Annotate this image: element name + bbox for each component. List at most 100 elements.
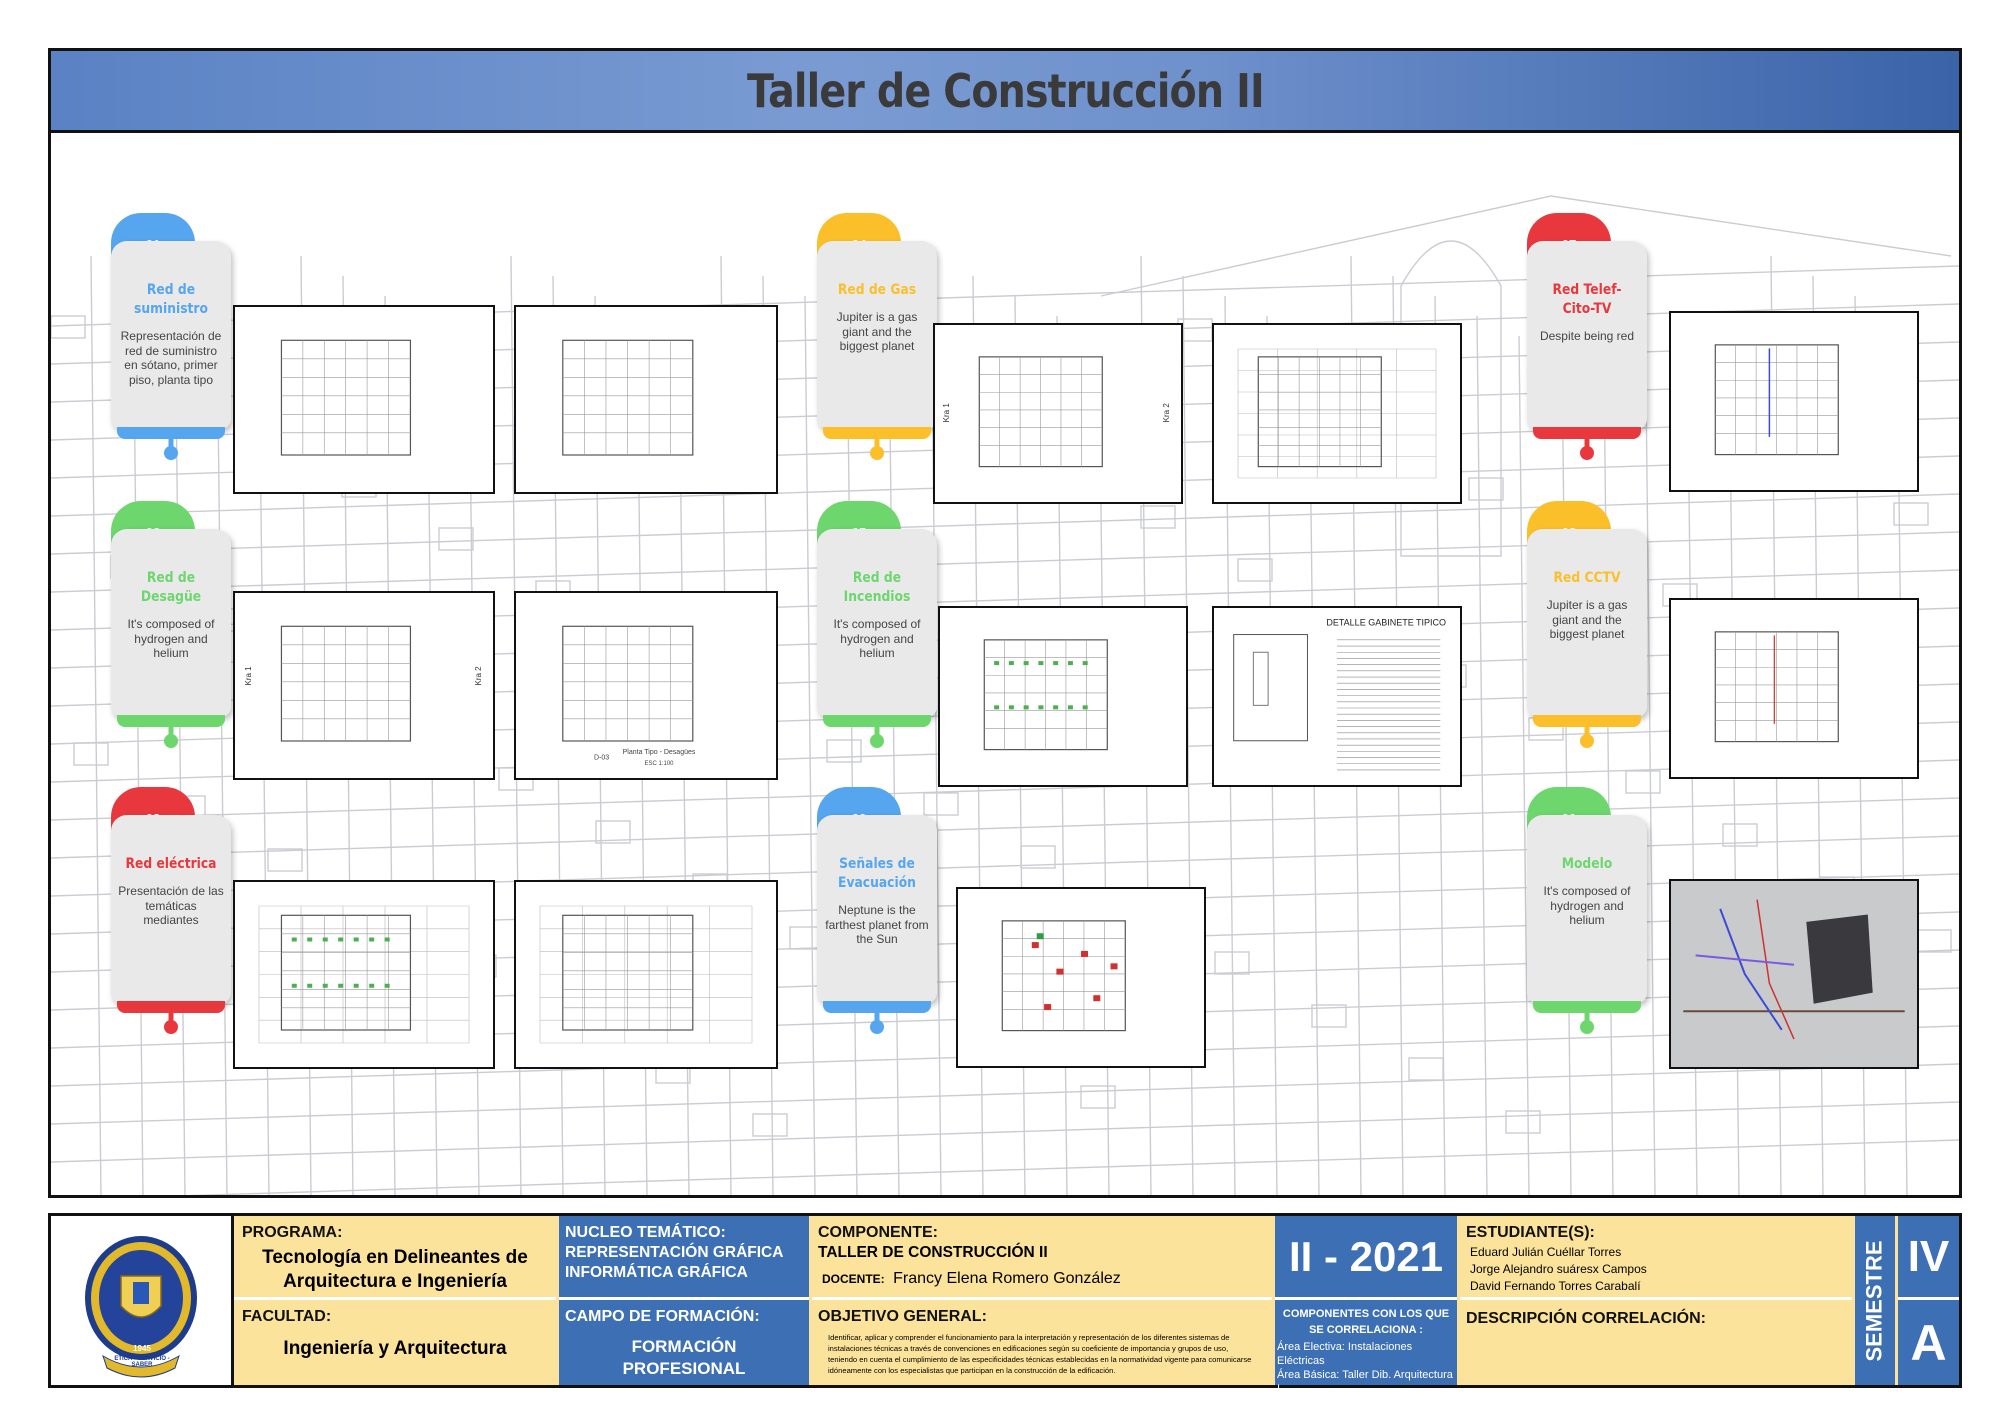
programa-label: PROGRAMA: [242, 1224, 343, 1241]
componente-cell: COMPONENTE: TALLER DE CONSTRUCCIÓN II DO… [812, 1216, 1272, 1300]
logo-motto: ETICA - SERVICIO - SABER [114, 1356, 170, 1368]
card-body: Red de Gas Jupiter is a gas giant and th… [817, 241, 937, 429]
card-description: Representación de red de suministro en s… [120, 329, 222, 387]
logo-year: 1945 [133, 1344, 151, 1353]
programa-value: Tecnología en Delineantes de Arquitectur… [262, 1247, 528, 1292]
card-description: Presentación de las temáticas mediantes [118, 884, 224, 927]
campo-cell: CAMPO DE FORMACIÓN: FORMACIÓN PROFESIONA… [559, 1300, 809, 1385]
card-description: Neptune is the farthest planet from the … [825, 903, 929, 946]
drawing-sketch [983, 639, 1108, 751]
facultad-cell: FACULTAD: Ingeniería y Arquitectura [234, 1300, 556, 1385]
map-pin-icon [164, 723, 178, 748]
drawing-sketch [1714, 631, 1839, 743]
card-base-strip [823, 427, 931, 439]
drawing-thumbnail [1669, 879, 1919, 1069]
estudiante-item: Jorge Alejandro suáresx Campos [1470, 1262, 1647, 1276]
periodo-cell: II - 2021 [1275, 1216, 1457, 1300]
nucleo-value: REPRESENTACIÓN GRÁFICA INFORMÁTICA GRÁFI… [565, 1244, 783, 1281]
card-body: Red de suministro Representación de red … [111, 241, 231, 429]
card-body: Red de Desagüe It's composed of hydrogen… [111, 529, 231, 717]
drawing-thumbnail [1669, 311, 1919, 492]
drawing-thumbnail: Kra 1 Kra 2 [233, 591, 495, 780]
map-pin-icon [164, 435, 178, 460]
campo-label: CAMPO DE FORMACIÓN: [565, 1308, 760, 1325]
map-pin-icon [1580, 1009, 1594, 1034]
card-body: Señales de Evacuación Neptune is the far… [817, 815, 937, 1003]
objetivo-value: Identificar, aplicar y comprender el fun… [828, 1333, 1252, 1375]
semestre-num-cell: IV [1898, 1216, 1959, 1300]
estudiante-item: David Fernando Torres Carabalí [1470, 1279, 1641, 1293]
axis-label-left: Kra 1 [244, 666, 253, 686]
card-body: Red de Incendios It's composed of hydrog… [817, 529, 937, 717]
drawing-sketch [1714, 344, 1839, 456]
card-title: Modelo [1561, 856, 1613, 872]
semestre-label-cell: SEMESTRE [1855, 1216, 1895, 1385]
footer-info-table: ETICA - SERVICIO - SABER 1945 PROGRAMA: … [48, 1213, 1962, 1409]
drawing-sketch: Kra 1 Kra 2 [244, 625, 483, 742]
semestre-group-cell: A [1898, 1300, 1959, 1385]
drawing-thumbnail: DETALLE GABINETE TIPICO [1212, 606, 1462, 787]
periodo-value: II - 2021 [1288, 1232, 1444, 1280]
drawing-thumbnail [1212, 323, 1462, 504]
docente-label: DOCENTE: [822, 1272, 885, 1286]
componentes-cell: COMPONENTES CON LOS QUE SE CORRELACIONA … [1275, 1300, 1457, 1409]
axis-label-left: Kra 1 [942, 403, 951, 423]
componente-item: y Taller Dibujo de Ingeniería I [1277, 1397, 1420, 1409]
card-title: Red de suministro [134, 282, 208, 317]
card-title: Red Telef-Cito-TV [1552, 282, 1622, 317]
objetivo-label: OBJETIVO GENERAL: [818, 1308, 987, 1325]
drawing-sketch [539, 905, 753, 1044]
card-description: Despite being red [1539, 329, 1635, 343]
page-title: Taller de Construcción II [746, 63, 1265, 118]
campo-value: FORMACIÓN PROFESIONAL [622, 1337, 746, 1378]
university-seal-logo [85, 1236, 197, 1378]
semestre-label: SEMESTRE [1862, 1239, 1887, 1362]
card-base-strip [117, 715, 225, 727]
card-title: Red eléctrica [125, 856, 217, 872]
card-base-strip [117, 1001, 225, 1013]
poster-header: Taller de Construcción II [51, 51, 1959, 133]
card-title: Red de Gas [837, 282, 917, 298]
drawing-thumbnail [956, 887, 1206, 1068]
card-description: Jupiter is a gas giant and the biggest p… [1546, 598, 1628, 641]
card-title: Señales de Evacuación [838, 856, 916, 891]
plan-scale: ESC 1:100 [644, 761, 674, 767]
card-body: Red CCTV Jupiter is a gas giant and the … [1527, 529, 1647, 717]
axis-label-right: Kra 2 [474, 666, 483, 686]
drawing-sketch [562, 339, 694, 456]
drawing-sketch [1001, 920, 1126, 1032]
card-title: Red CCTV [1553, 570, 1621, 586]
drawing-thumbnail [514, 305, 778, 494]
estudiante-item: Eduard Julián Cuéllar Torres [1470, 1245, 1622, 1259]
drawing-sketch: DETALLE GABINETE TIPICO [1233, 618, 1446, 771]
map-pin-icon [1580, 435, 1594, 460]
card-title: Red de Incendios [843, 570, 911, 605]
drawing-sketch: Kra 1 Kra 2 [942, 356, 1171, 468]
facultad-label: FACULTAD: [242, 1308, 332, 1325]
map-pin-icon [870, 723, 884, 748]
drawing-thumbnail [233, 880, 495, 1069]
card-base-strip [117, 427, 225, 439]
descripcion-cell: DESCRIPCIÓN CORRELACIÓN: [1460, 1300, 1852, 1385]
card-base-strip [1533, 715, 1641, 727]
estudiantes-label: ESTUDIANTE(S): [1466, 1224, 1595, 1241]
map-pin-icon [164, 1009, 178, 1034]
map-pin-icon [1580, 723, 1594, 748]
card-base-strip [823, 1001, 931, 1013]
plan-caption: Planta Tipo - Desagües [623, 749, 696, 756]
componente-item: Área Electiva: Instalaciones Eléctricas [1277, 1341, 1413, 1367]
componente-item: Área Básica: Taller Dib. Arquitectura I [1277, 1369, 1453, 1395]
card-body: Red eléctrica Presentación de las temáti… [111, 815, 231, 1003]
drawing-thumbnail [514, 880, 778, 1069]
card-description: Jupiter is a gas giant and the biggest p… [836, 310, 918, 353]
card-description: It's composed of hydrogen and helium [1543, 884, 1631, 927]
drawing-sketch: Planta Tipo - Desagües ESC 1:100 D-03 [562, 625, 696, 767]
drawing-sketch [1671, 881, 1917, 1067]
docente-value: Francy Elena Romero González [893, 1270, 1121, 1287]
logo-cell: ETICA - SERVICIO - SABER 1945 [51, 1216, 234, 1385]
drawing-thumbnail [938, 606, 1188, 787]
drawing-thumbnail [233, 305, 495, 494]
card-title: Red de Desagüe [140, 570, 202, 605]
card-body: Modelo It's composed of hydrogen and hel… [1527, 815, 1647, 1003]
